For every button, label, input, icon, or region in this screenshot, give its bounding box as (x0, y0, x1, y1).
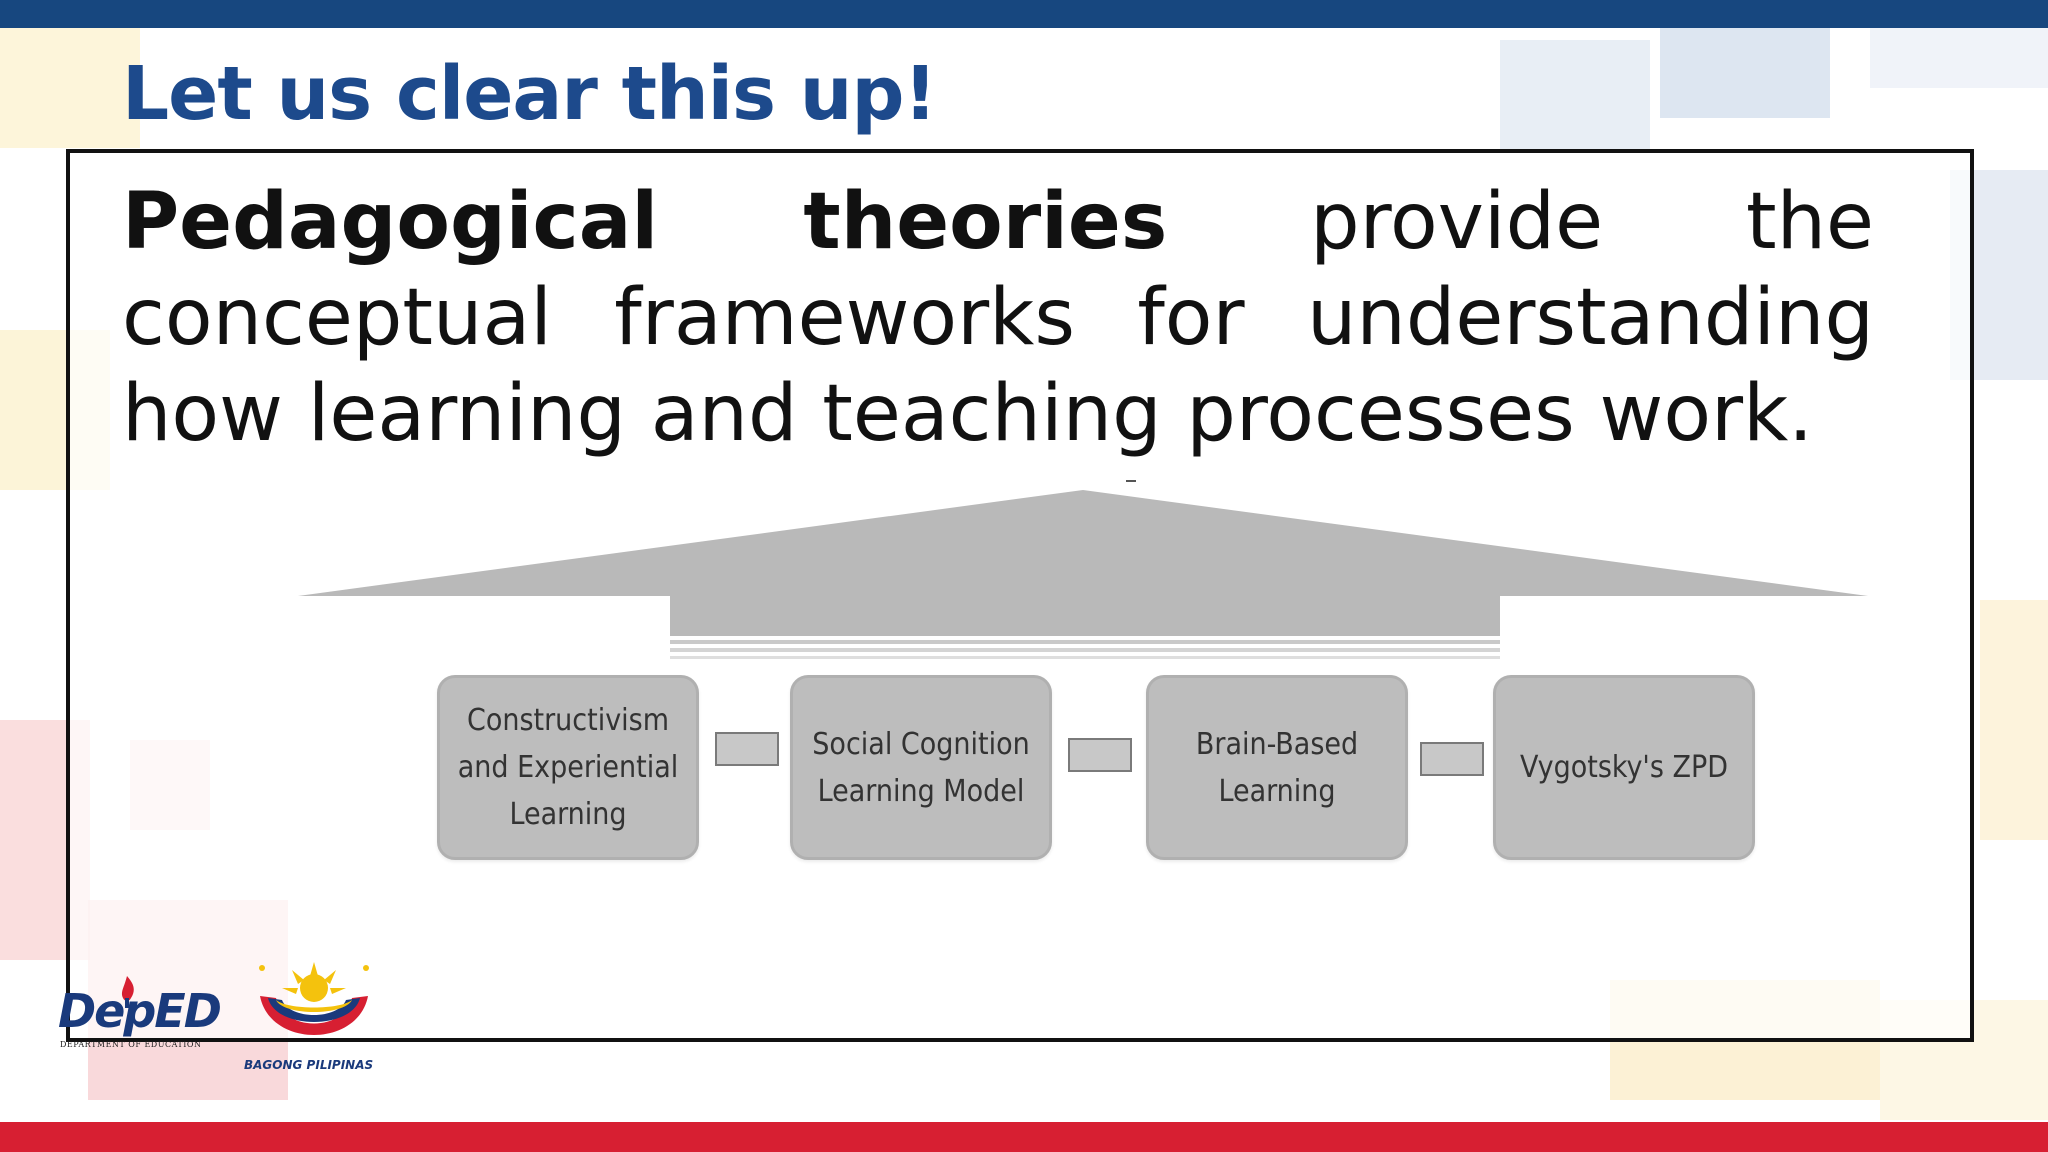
theory-box-brain-based: Brain-Based Learning (1146, 675, 1408, 860)
bagong-pilipinas-logo: BAGONG PILIPINAS (240, 958, 388, 1074)
theory-box-social-cognition: Social Cognition Learning Model (790, 675, 1052, 860)
deped-wordmark: DepED (58, 984, 222, 1038)
bagong-pilipinas-label: BAGONG PILIPINAS (244, 1058, 374, 1072)
connector (715, 732, 779, 766)
deped-subtitle: DEPARTMENT OF EDUCATION (60, 1040, 202, 1049)
slide-title: Let us clear this up! (122, 51, 937, 137)
roof-shape (298, 480, 1868, 659)
deped-logo: DepED DEPARTMENT OF EDUCATION (56, 976, 222, 1058)
bagong-pilipinas-emblem-icon (259, 962, 369, 1035)
definition-term: Pedagogical theories (122, 177, 1168, 267)
connector (1068, 738, 1132, 772)
bottom-accent-bar (0, 1122, 2048, 1152)
theory-box-vygotsky-zpd: Vygotsky's ZPD (1493, 675, 1755, 860)
top-accent-bar (0, 0, 2048, 28)
definition-body: provide the conceptual frameworks for un… (122, 177, 1874, 459)
theories-diagram: Constructivism and Experiential Learning… (288, 470, 1878, 870)
definition-text: Pedagogical theories provide the concept… (122, 174, 1874, 462)
theory-box-constructivism: Constructivism and Experiential Learning (437, 675, 699, 860)
torch-flame-icon (121, 976, 134, 1008)
connector (1420, 742, 1484, 776)
